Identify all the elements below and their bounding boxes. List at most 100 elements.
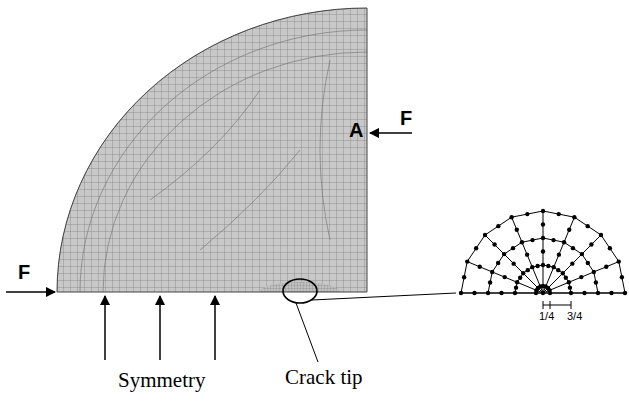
- force-arrow: [370, 132, 412, 134]
- node-dot: [586, 261, 590, 265]
- node-dot: [525, 252, 529, 256]
- node-dot: [518, 276, 522, 280]
- node-dot: [579, 275, 583, 279]
- node-dot: [567, 280, 571, 284]
- node-dot: [620, 275, 624, 279]
- node-dot: [541, 291, 545, 295]
- element-ring: [461, 211, 625, 293]
- element-edge: [467, 262, 543, 293]
- node-dot: [541, 249, 545, 253]
- node-dot: [541, 263, 545, 267]
- node-dot: [546, 264, 550, 268]
- node-dot: [556, 268, 560, 272]
- node-dot: [511, 261, 515, 265]
- leader-line: [312, 293, 456, 300]
- node-dot: [567, 228, 571, 232]
- node-dot: [609, 291, 613, 295]
- node-dot: [580, 252, 584, 256]
- node-dot: [604, 265, 608, 269]
- node-dot: [564, 276, 568, 280]
- node-dot: [492, 242, 496, 246]
- figure-label: F: [18, 262, 30, 282]
- mesh-irregular-lines: [57, 8, 367, 292]
- node-dot: [572, 215, 576, 219]
- node-dot: [478, 265, 482, 269]
- element-ring: [515, 265, 571, 293]
- node-dot: [599, 233, 603, 237]
- node-dot: [514, 285, 518, 289]
- node-dot: [499, 291, 503, 295]
- figure-label: Crack tip: [285, 367, 363, 388]
- node-dot: [530, 265, 534, 269]
- node-dot: [530, 238, 534, 242]
- quarter-disk-mesh: [57, 8, 367, 292]
- node-dot: [502, 275, 506, 279]
- node-dot: [582, 291, 586, 295]
- element-edge: [512, 217, 543, 293]
- node-dot: [496, 261, 500, 265]
- node-dot: [515, 280, 519, 284]
- element-edge: [485, 235, 543, 293]
- dimension-line: [543, 305, 571, 306]
- node-dot: [608, 246, 612, 250]
- figure-label: 1/4: [539, 311, 554, 322]
- node-dot: [486, 291, 490, 295]
- node-dot: [568, 285, 572, 289]
- node-dot: [571, 246, 575, 250]
- node-dot: [462, 275, 466, 279]
- node-dot: [592, 270, 596, 274]
- element-ring: [488, 238, 598, 293]
- node-dot: [556, 212, 560, 216]
- force-arrow: [6, 291, 55, 293]
- leader-line: [296, 303, 318, 362]
- crack-tip-circle: [283, 279, 317, 303]
- node-dot: [472, 291, 476, 295]
- node-dot: [502, 252, 506, 256]
- node-dot: [551, 238, 555, 242]
- node-dot: [520, 240, 524, 244]
- node-dot: [465, 259, 469, 263]
- node-dot: [511, 246, 515, 250]
- node-dot: [557, 252, 561, 256]
- node-dot: [623, 291, 627, 295]
- node-dot: [552, 265, 556, 269]
- node-dot: [541, 236, 545, 240]
- mesh-outline: [57, 8, 367, 292]
- node-dot: [459, 291, 463, 295]
- symmetry-arrow: [159, 296, 161, 360]
- node-dot: [534, 291, 538, 295]
- node-dot: [521, 271, 525, 275]
- node-dot: [474, 246, 478, 250]
- node-dot: [617, 259, 621, 263]
- node-dot: [541, 222, 545, 226]
- node-dot: [541, 209, 545, 213]
- node-dot: [525, 212, 529, 216]
- node-dot: [515, 228, 519, 232]
- node-dot: [513, 291, 517, 295]
- node-dot: [585, 224, 589, 228]
- figure-label: A: [349, 120, 363, 140]
- node-dot: [496, 224, 500, 228]
- node-dot: [561, 271, 565, 275]
- node-dot: [562, 240, 566, 244]
- figure-label: F: [400, 108, 412, 128]
- element-edge: [543, 217, 574, 293]
- node-dot: [535, 264, 539, 268]
- node-dot: [509, 215, 513, 219]
- node-dot: [569, 291, 573, 295]
- element-edge: [543, 262, 619, 293]
- figure-label: Symmetry: [118, 370, 206, 391]
- node-dot: [490, 270, 494, 274]
- node-dot: [483, 233, 487, 237]
- singular-element-detail: [459, 209, 627, 309]
- symmetry-arrow: [104, 296, 106, 360]
- figure-label: 3/4: [567, 311, 582, 322]
- node-dot: [596, 291, 600, 295]
- node-dot: [589, 242, 593, 246]
- symmetry-arrow: [214, 296, 216, 360]
- element-edge: [543, 235, 601, 293]
- node-dot: [488, 280, 492, 284]
- node-dot: [570, 261, 574, 265]
